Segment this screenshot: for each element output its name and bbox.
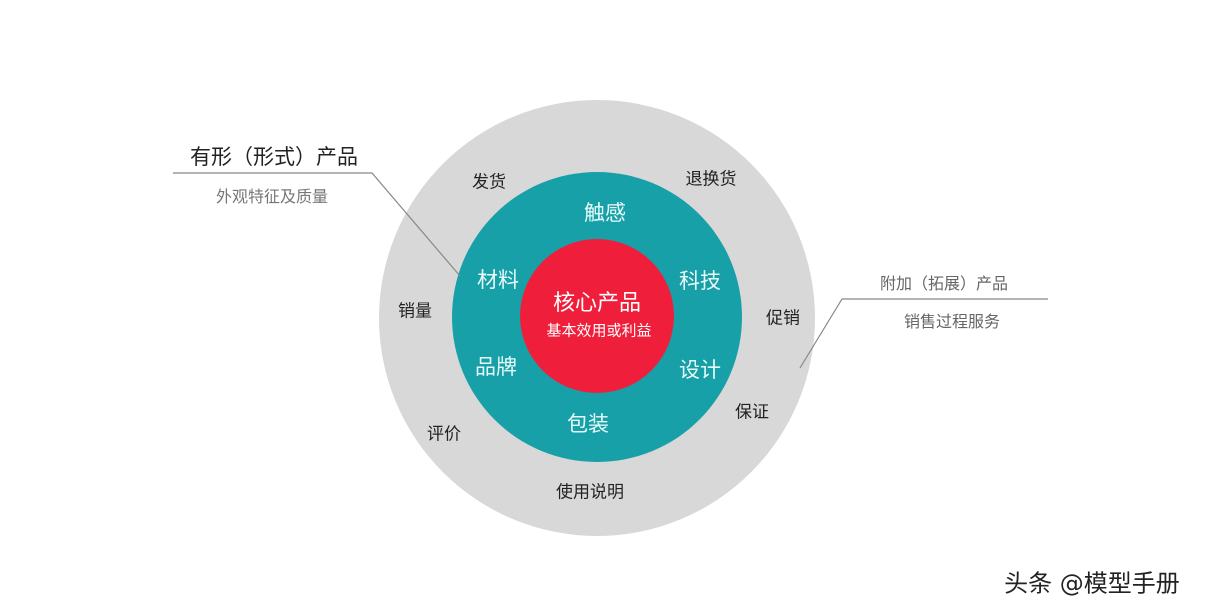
middle-item: 品牌 bbox=[475, 355, 517, 379]
left-callout-subtitle: 外观特征及质量 bbox=[215, 187, 329, 206]
core-subtitle: 基本效用或利益 bbox=[546, 321, 652, 340]
left-callout-line bbox=[173, 172, 461, 277]
outer-item: 使用说明 bbox=[556, 482, 624, 503]
outer-item: 销量 bbox=[398, 301, 432, 322]
left-callout-title: 有形（形式）产品 bbox=[190, 145, 358, 169]
outer-item: 退换货 bbox=[685, 169, 737, 190]
right-callout-subtitle: 销售过程服务 bbox=[903, 312, 1001, 331]
core-title: 核心产品 bbox=[552, 291, 642, 316]
outer-item: 发货 bbox=[472, 172, 506, 193]
watermark: 头条 @模型手册 bbox=[1004, 569, 1180, 598]
outer-item: 保证 bbox=[735, 402, 769, 423]
core-circle bbox=[520, 239, 674, 393]
middle-item: 材料 bbox=[477, 268, 519, 292]
middle-item: 包装 bbox=[567, 412, 609, 436]
middle-item: 科技 bbox=[679, 269, 721, 293]
right-callout-line bbox=[799, 298, 1048, 369]
right-callout-title: 附加（拓展）产品 bbox=[879, 274, 1009, 293]
outer-item: 评价 bbox=[427, 424, 461, 445]
middle-item: 设计 bbox=[679, 358, 721, 382]
outer-item: 促销 bbox=[766, 308, 800, 329]
middle-item: 触感 bbox=[584, 201, 626, 225]
